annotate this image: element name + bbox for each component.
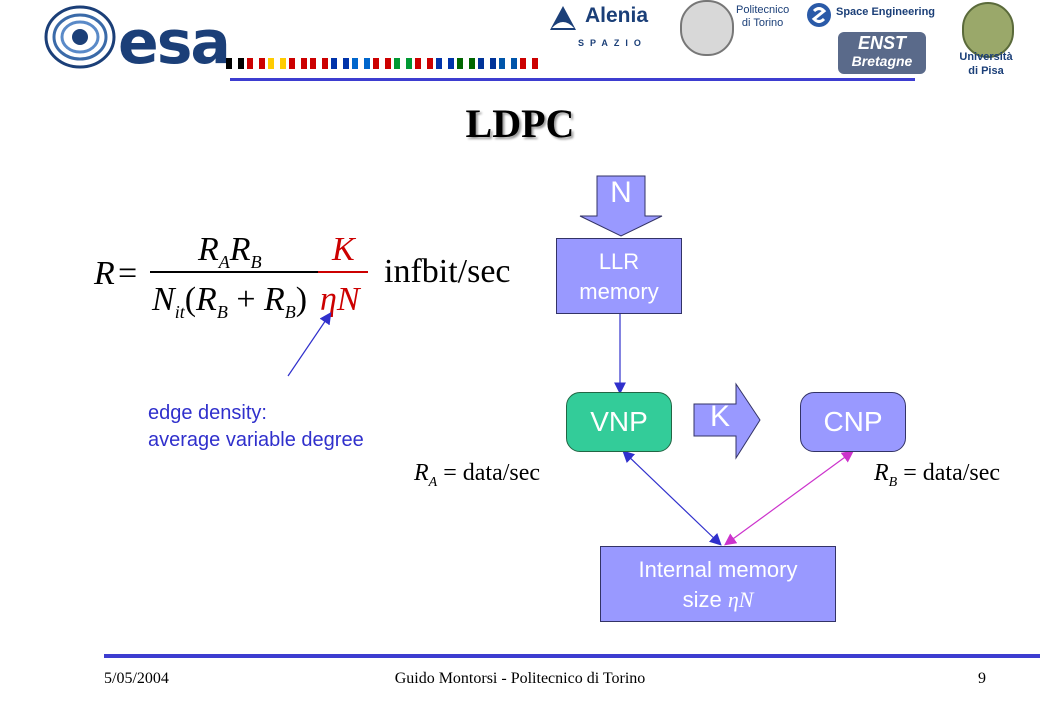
- pisa-line1: Università: [959, 51, 1013, 63]
- svg-text:ηN: ηN: [320, 281, 362, 318]
- k-arrow-label: K: [709, 400, 730, 433]
- alenia-sub: SPAZIO: [578, 38, 647, 48]
- n-arrow-label: N: [610, 176, 632, 209]
- alenia-logo: [548, 0, 666, 50]
- flag-icon: [478, 58, 496, 69]
- cnp-node: CNP: [800, 392, 906, 452]
- annotation-line1: edge density:: [148, 402, 267, 424]
- flag-icon: [289, 58, 307, 69]
- enst-logo: ENST Bretagne: [838, 32, 926, 74]
- footer-page: 9: [978, 670, 986, 687]
- polito-line2: di Torino: [741, 17, 784, 29]
- mem-size-math: ηN: [727, 587, 754, 612]
- flag-icon: [457, 58, 475, 69]
- llr-line2: memory: [579, 279, 659, 304]
- cnp-mem-arrow: [724, 450, 854, 546]
- polito-line1: Politecnico: [736, 4, 790, 16]
- vnp-node: VNP: [566, 392, 672, 452]
- annotation-line2: average variable degree: [148, 429, 364, 451]
- formula-lhs: R: [93, 255, 115, 292]
- flag-icon: [373, 58, 391, 69]
- annotation-arrow: [287, 312, 332, 377]
- flag-icon: [415, 58, 433, 69]
- pisa-line2: di Pisa: [968, 65, 1004, 77]
- enst-line1: ENST: [857, 33, 906, 53]
- flag-icon: [331, 58, 349, 69]
- llr-memory-box: LLR memory: [556, 238, 682, 314]
- header-rule: [230, 78, 915, 81]
- mem-line1: Internal memory: [638, 557, 798, 582]
- svg-text:Nit(RB + RB): Nit(RB + RB): [151, 281, 307, 322]
- rb-label: RB = data/sec: [873, 460, 1000, 490]
- svg-text:RB = data/sec: RB = data/sec: [873, 460, 1000, 490]
- alenia-emblem-icon: [550, 6, 576, 30]
- enst-line2: Bretagne: [851, 53, 913, 69]
- svg-text:RA = data/sec: RA = data/sec: [413, 460, 540, 490]
- footer-date: 5/05/2004: [104, 670, 169, 687]
- esa-logo: [40, 2, 270, 72]
- pisa-seal-icon: [962, 2, 1014, 58]
- formula-unit: infbit/sec: [384, 253, 511, 290]
- ra-label: RA = data/sec: [413, 460, 540, 490]
- mem-size-text: size: [682, 587, 722, 612]
- vnp-mem-arrow: [622, 450, 722, 546]
- flag-icon: [268, 58, 286, 69]
- svg-text:=: =: [118, 255, 137, 292]
- member-flags: [226, 58, 538, 70]
- mem-line2: size ηN: [601, 585, 835, 615]
- rate-formula: R = RARB Nit(RB + RB) K ηN infbit/sec: [93, 231, 511, 322]
- space-engineering-icon: [807, 3, 831, 27]
- llr-line1: LLR: [598, 249, 640, 274]
- flag-icon: [247, 58, 265, 69]
- k-arrow: [693, 382, 761, 460]
- svg-text:RARB: RARB: [197, 231, 262, 272]
- pisa-name: Università di Pisa: [946, 50, 1026, 78]
- alenia-name: Alenia: [585, 4, 649, 27]
- internal-memory-box: Internal memory size ηN: [600, 546, 836, 622]
- n-input-arrow: [579, 175, 663, 237]
- esa-swirl-icon: [44, 5, 116, 69]
- flag-icon: [394, 58, 412, 69]
- slide-title: LDPC: [465, 101, 575, 146]
- footer-rule: [104, 654, 1040, 658]
- flag-icon: [436, 58, 454, 69]
- flag-icon: [226, 58, 244, 69]
- polito-name: Politecnico di Torino: [736, 4, 789, 30]
- flag-icon: [499, 58, 517, 69]
- flag-icon: [352, 58, 370, 69]
- flag-icon: [310, 58, 328, 69]
- space-engineering-name: Space Engineering: [836, 6, 936, 18]
- esa-wordmark: esa: [118, 8, 231, 78]
- flag-icon: [520, 58, 538, 69]
- polito-seal-icon: [680, 0, 734, 56]
- edge-density-annotation: edge density: average variable degree: [148, 400, 364, 454]
- svg-text:K: K: [331, 231, 357, 268]
- footer-author: Guido Montorsi - Politecnico di Torino: [394, 670, 646, 687]
